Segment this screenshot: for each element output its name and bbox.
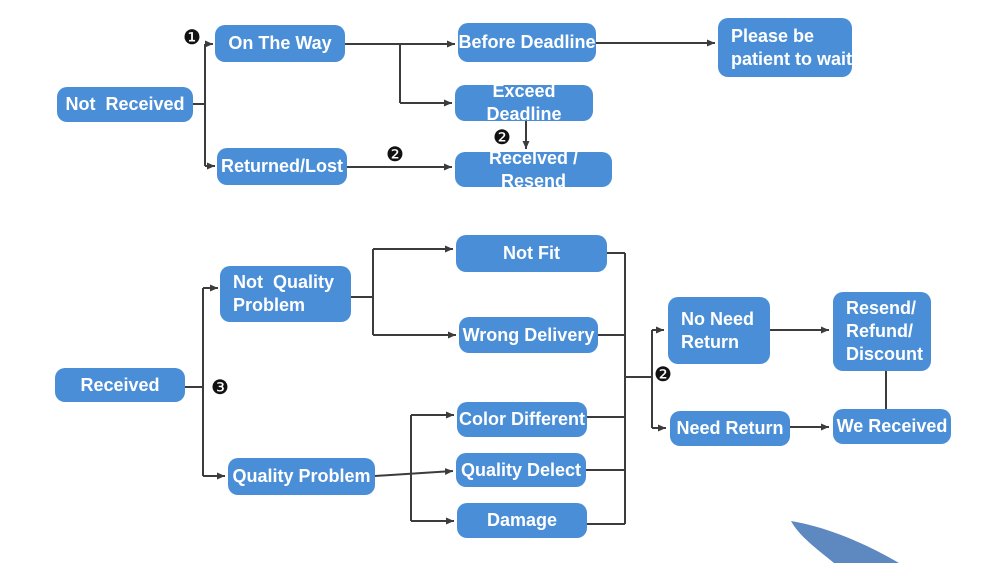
node-before-deadline: Before Deadline (458, 23, 596, 62)
node-quality-delect: Quality Delect (456, 453, 586, 487)
node-received-resend: Recelved / Resend (455, 148, 612, 191)
node-no-need-return: No Need Return (668, 297, 770, 364)
step-2-marker-return-branch: ❷ (654, 362, 672, 386)
node-wrong-delivery: Wrong Delivery (459, 317, 598, 353)
node-please-wait: Please be patient to wait (718, 18, 852, 77)
step-3-marker: ❸ (211, 375, 229, 399)
node-damage: Damage (457, 503, 587, 538)
node-received: Received (55, 368, 185, 402)
node-color-different: Color Different (457, 402, 587, 437)
node-on-the-way: On The Way (215, 25, 345, 62)
step-2-marker-returned-lost: ❷ (386, 142, 404, 166)
node-quality-problem: Quality Problem (228, 458, 375, 495)
node-need-return: Need Return (670, 411, 790, 446)
step-1-marker: ❶ (183, 25, 201, 49)
node-not-received: Not Received (57, 87, 193, 122)
step-2-marker-exceed-deadline: ❷ (493, 125, 511, 149)
swoosh-decoration (791, 521, 899, 563)
node-returned-lost: Returned/Lost (217, 148, 347, 185)
node-we-received: We Received (833, 409, 951, 444)
node-exceed-deadline: Exceed Deadline (455, 81, 593, 124)
node-not-quality-problem: Not Quality Problem (220, 266, 351, 322)
node-resend-refund-discount: Resend/ Refund/ Discount (833, 292, 931, 371)
node-not-fit: Not Fit (456, 235, 607, 272)
edges-bottom-flow (185, 245, 887, 525)
edges-top-flow (193, 39, 715, 171)
